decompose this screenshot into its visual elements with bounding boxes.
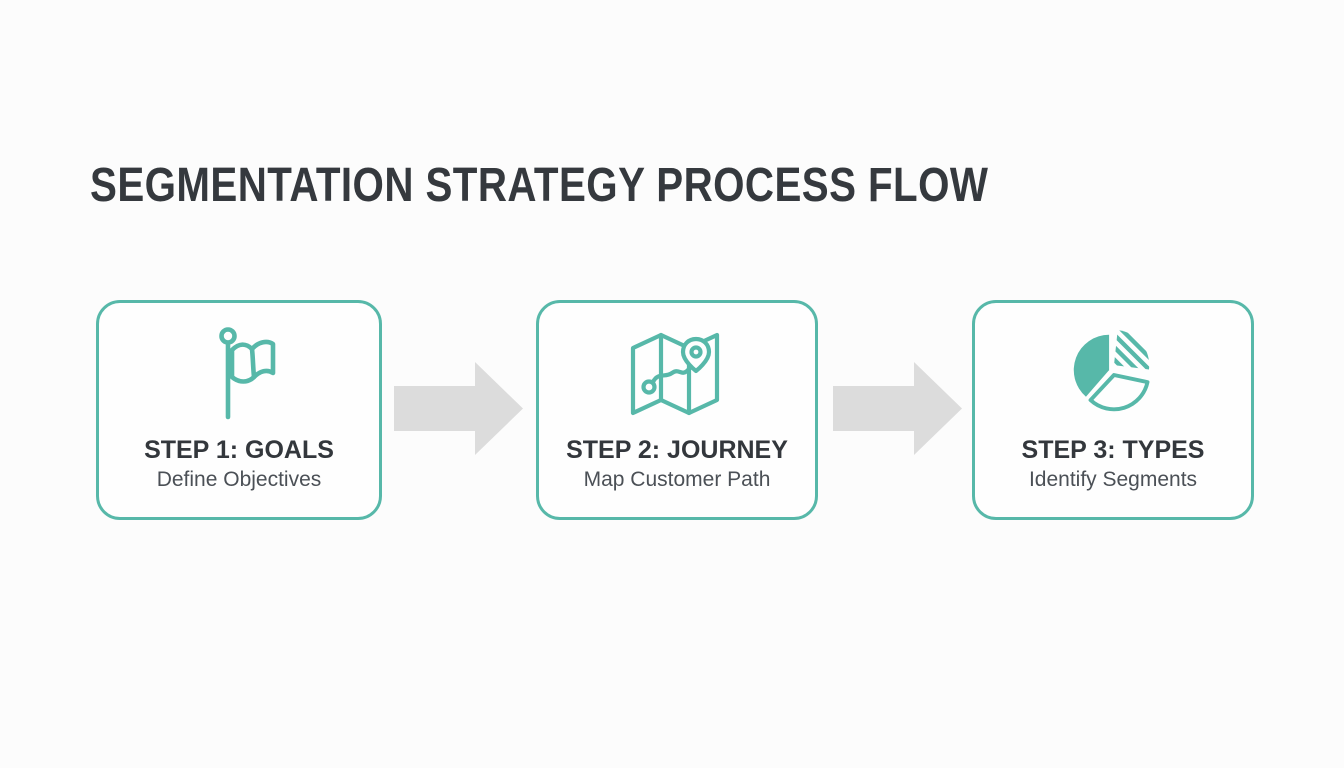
step-card-types: STEP 3: TYPES Identify Segments bbox=[972, 300, 1254, 520]
flag-icon bbox=[201, 323, 277, 425]
pie-chart-icon bbox=[1064, 323, 1162, 425]
step-sublabel: Define Objectives bbox=[156, 467, 322, 491]
step-card-journey: STEP 2: JOURNEY Map Customer Path bbox=[536, 300, 818, 520]
step-label: STEP 3: TYPES bbox=[1021, 436, 1205, 464]
arrow-right-icon bbox=[394, 362, 523, 455]
step-label: STEP 2: JOURNEY bbox=[566, 436, 788, 464]
step-label: STEP 1: GOALS bbox=[144, 436, 334, 464]
step-sublabel: Map Customer Path bbox=[583, 467, 771, 491]
page-title: SEGMENTATION STRATEGY PROCESS FLOW bbox=[90, 159, 989, 213]
step-sublabel: Identify Segments bbox=[1028, 467, 1198, 491]
arrow-right-icon bbox=[833, 362, 962, 455]
step-card-goals: STEP 1: GOALS Define Objectives bbox=[96, 300, 382, 520]
map-route-icon bbox=[625, 323, 729, 425]
